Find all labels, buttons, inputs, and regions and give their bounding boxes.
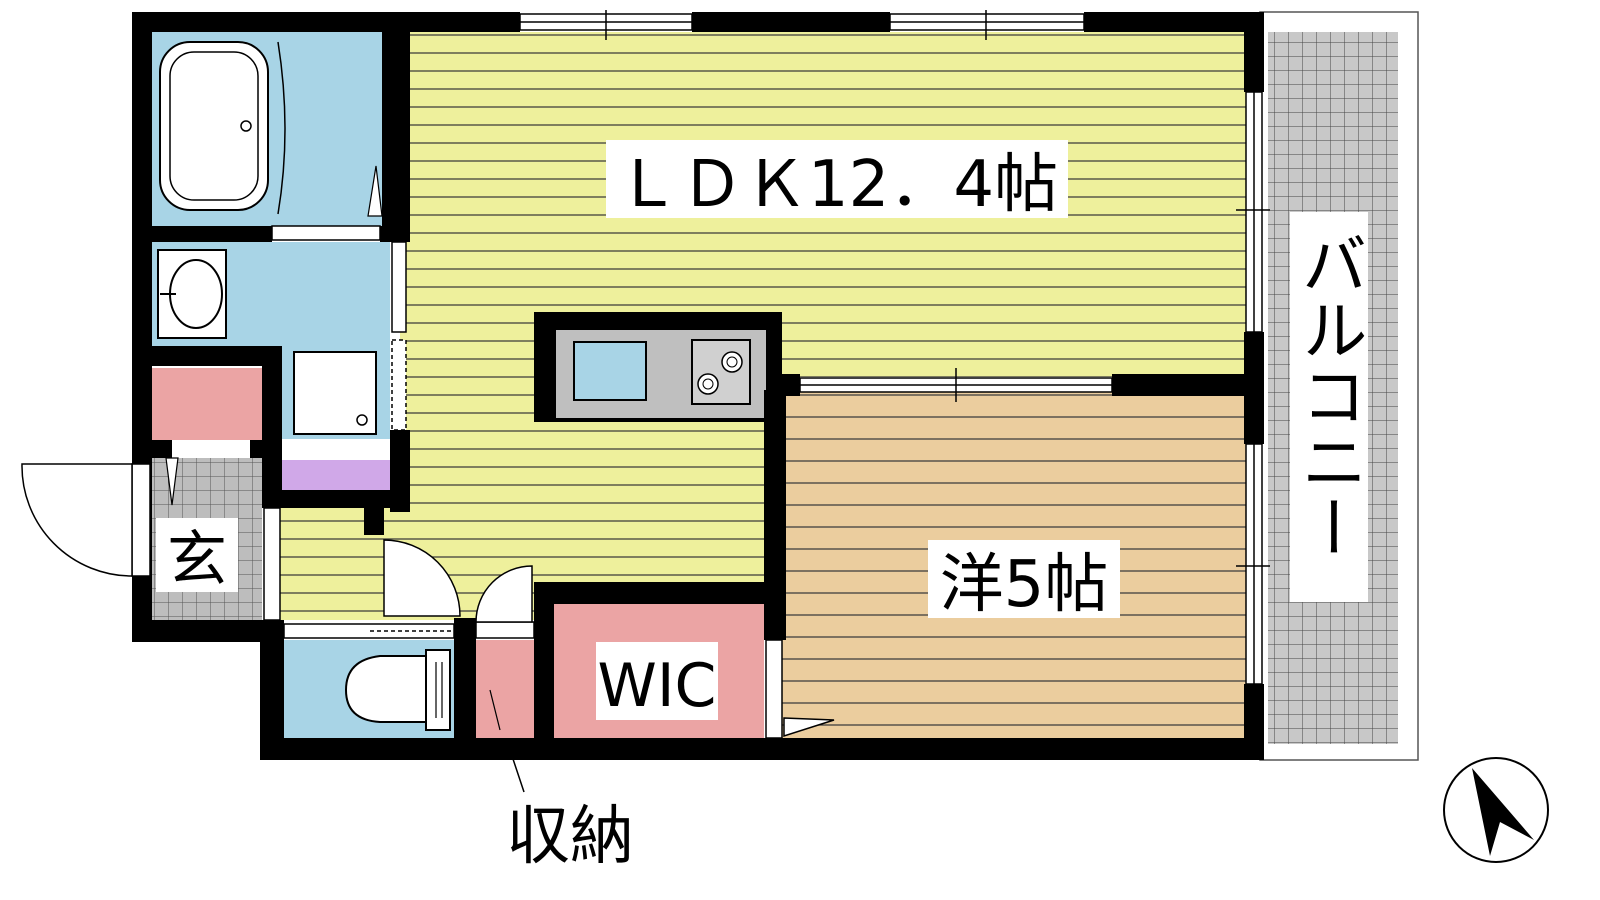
washbasin-icon (157, 249, 227, 339)
storage-label: 収納 (506, 800, 634, 874)
north-arrow-icon (1443, 757, 1549, 863)
toilet-door-icon (383, 539, 461, 617)
shoe-cabinet (280, 460, 390, 492)
closet-entrance (150, 368, 262, 440)
windows (131, 10, 1270, 739)
wic-label: WIC (598, 651, 717, 721)
stove-icon (691, 339, 751, 405)
walls (132, 12, 1264, 760)
storage-door-icon (475, 565, 533, 623)
kitchen-sink-icon (573, 341, 647, 401)
door-swings (21, 463, 835, 793)
entrance-door-icon (21, 463, 133, 577)
storage-closet (474, 640, 536, 740)
washing-machine-pan-icon (293, 351, 377, 435)
room-labels: ＬＤＫ12．4帖 洋5帖 WIC 玄 バルコニー 収納 (156, 140, 1368, 874)
bath-door-swing-icon (367, 165, 383, 217)
western-door-stop-icon (783, 717, 835, 738)
bathtub-icon (159, 41, 269, 211)
kitchen-counter (534, 312, 782, 422)
ldk-label: ＬＤＫ12．4帖 (616, 148, 1058, 222)
bath-door-icon (277, 41, 286, 215)
toilet-icon (344, 649, 451, 731)
balcony (1259, 11, 1419, 761)
balcony-label: バルコニー (1291, 230, 1368, 560)
western-room-label: 洋5帖 (940, 548, 1109, 622)
entrance-label: 玄 (167, 525, 227, 595)
